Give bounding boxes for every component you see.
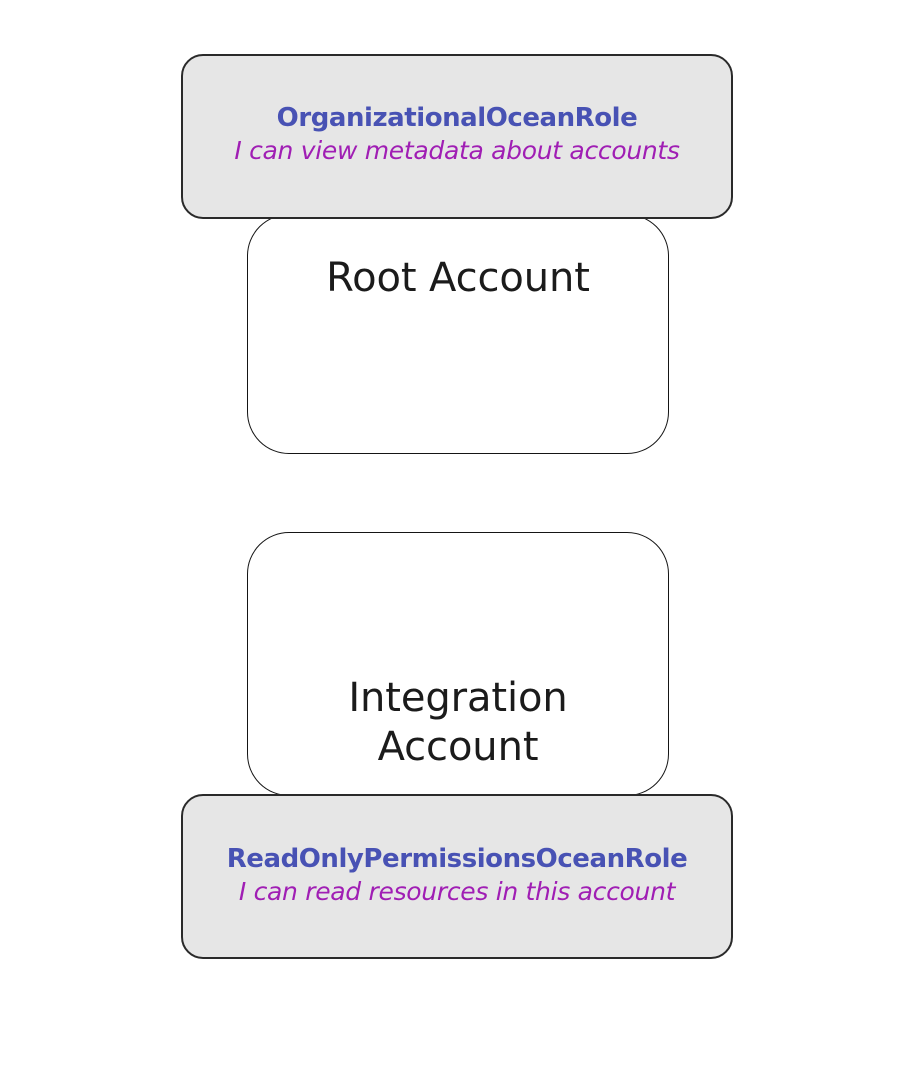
account-box-root[interactable]: Root Account [247,214,669,454]
role-badge-readonly-permissions-ocean-role[interactable]: ReadOnlyPermissionsOceanRole I can read … [181,794,733,959]
role-name-readonly-permissions-ocean-role: ReadOnlyPermissionsOceanRole [226,844,688,875]
role-description-readonly-permissions-ocean-role: I can read resources in this account [238,876,676,906]
role-badge-organizational-ocean-role[interactable]: OrganizationalOceanRole I can view metad… [181,54,733,219]
role-text-stack: ReadOnlyPermissionsOceanRole I can read … [227,845,688,905]
role-name-organizational-ocean-role: OrganizationalOceanRole [276,103,638,134]
role-description-organizational-ocean-role: I can view metadata about accounts [234,135,680,165]
role-text-stack: OrganizationalOceanRole I can view metad… [234,103,680,165]
account-label-root: Root Account [326,254,590,301]
account-label-integration: Integration Account [348,675,568,770]
account-box-integration[interactable]: Integration Account [247,532,669,796]
